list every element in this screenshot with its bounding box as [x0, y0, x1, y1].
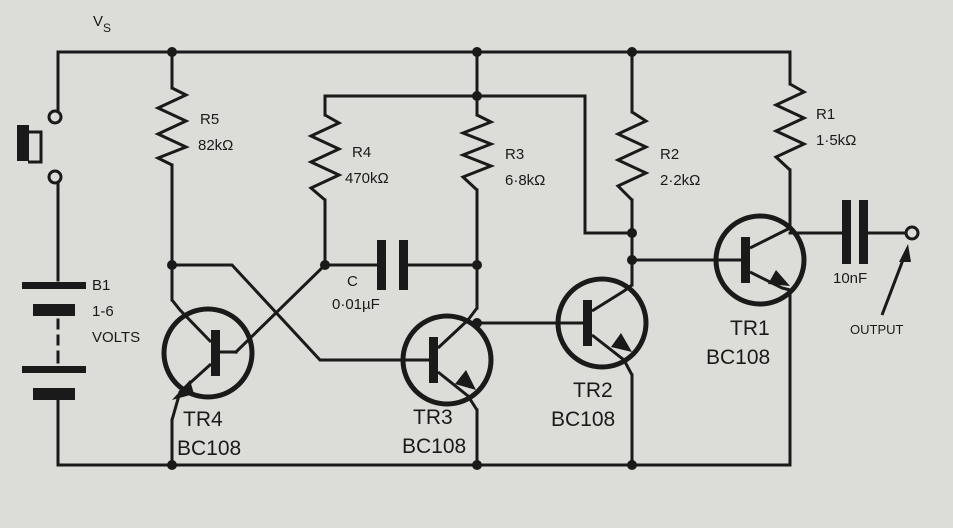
battery-unit: VOLTS — [92, 329, 140, 346]
tr4-name: TR4 — [183, 408, 223, 431]
battery-name: B1 — [92, 277, 110, 294]
tr3-type: BC108 — [402, 435, 466, 458]
supply-label: VS — [93, 13, 111, 35]
transistor-icon-tr3 — [400, 307, 494, 411]
push-switch-icon — [17, 109, 63, 185]
r1-name: R1 — [816, 106, 835, 123]
tr2-name: TR2 — [573, 379, 613, 402]
capacitor-c-value: 0·01µF — [332, 296, 380, 313]
wires — [56, 50, 907, 467]
junction-dots — [167, 47, 637, 470]
resistor-icon-r5 — [154, 86, 190, 167]
output-label: OUTPUT — [850, 322, 904, 337]
capacitor-output-value: 10nF — [833, 270, 867, 287]
battery-range: 1-6 — [92, 303, 114, 320]
transistor-icon-tr4 — [161, 299, 255, 421]
r5-name: R5 — [200, 111, 219, 128]
resistor-icon-r1 — [772, 82, 808, 172]
capacitor-c-name: C — [347, 273, 358, 290]
tr4-type: BC108 — [177, 437, 241, 460]
tr1-type: BC108 — [706, 346, 770, 369]
tr3-name: TR3 — [413, 406, 453, 429]
r3-name: R3 — [505, 146, 524, 163]
transistor-icon-tr1 — [713, 213, 807, 307]
battery-icon — [22, 282, 86, 400]
tr1-name: TR1 — [730, 317, 770, 340]
transistor-icon-tr2 — [555, 276, 649, 376]
resistor-icon-r2 — [614, 110, 650, 202]
r4-value: 470kΩ — [345, 170, 389, 187]
r1-value: 1·5kΩ — [816, 132, 856, 149]
r2-value: 2·2kΩ — [660, 172, 700, 189]
resistor-icon-r3 — [458, 113, 496, 192]
capacitor-icon-c — [377, 240, 408, 290]
tr2-type: BC108 — [551, 408, 615, 431]
resistor-icon-r4 — [307, 113, 343, 202]
output-arrow-icon — [880, 244, 911, 316]
output-terminal-icon — [904, 225, 920, 241]
r2-name: R2 — [660, 146, 679, 163]
r4-name: R4 — [352, 144, 371, 161]
capacitor-icon-output — [842, 200, 868, 264]
r3-value: 6·8kΩ — [505, 172, 545, 189]
r5-value: 82kΩ — [198, 137, 233, 154]
